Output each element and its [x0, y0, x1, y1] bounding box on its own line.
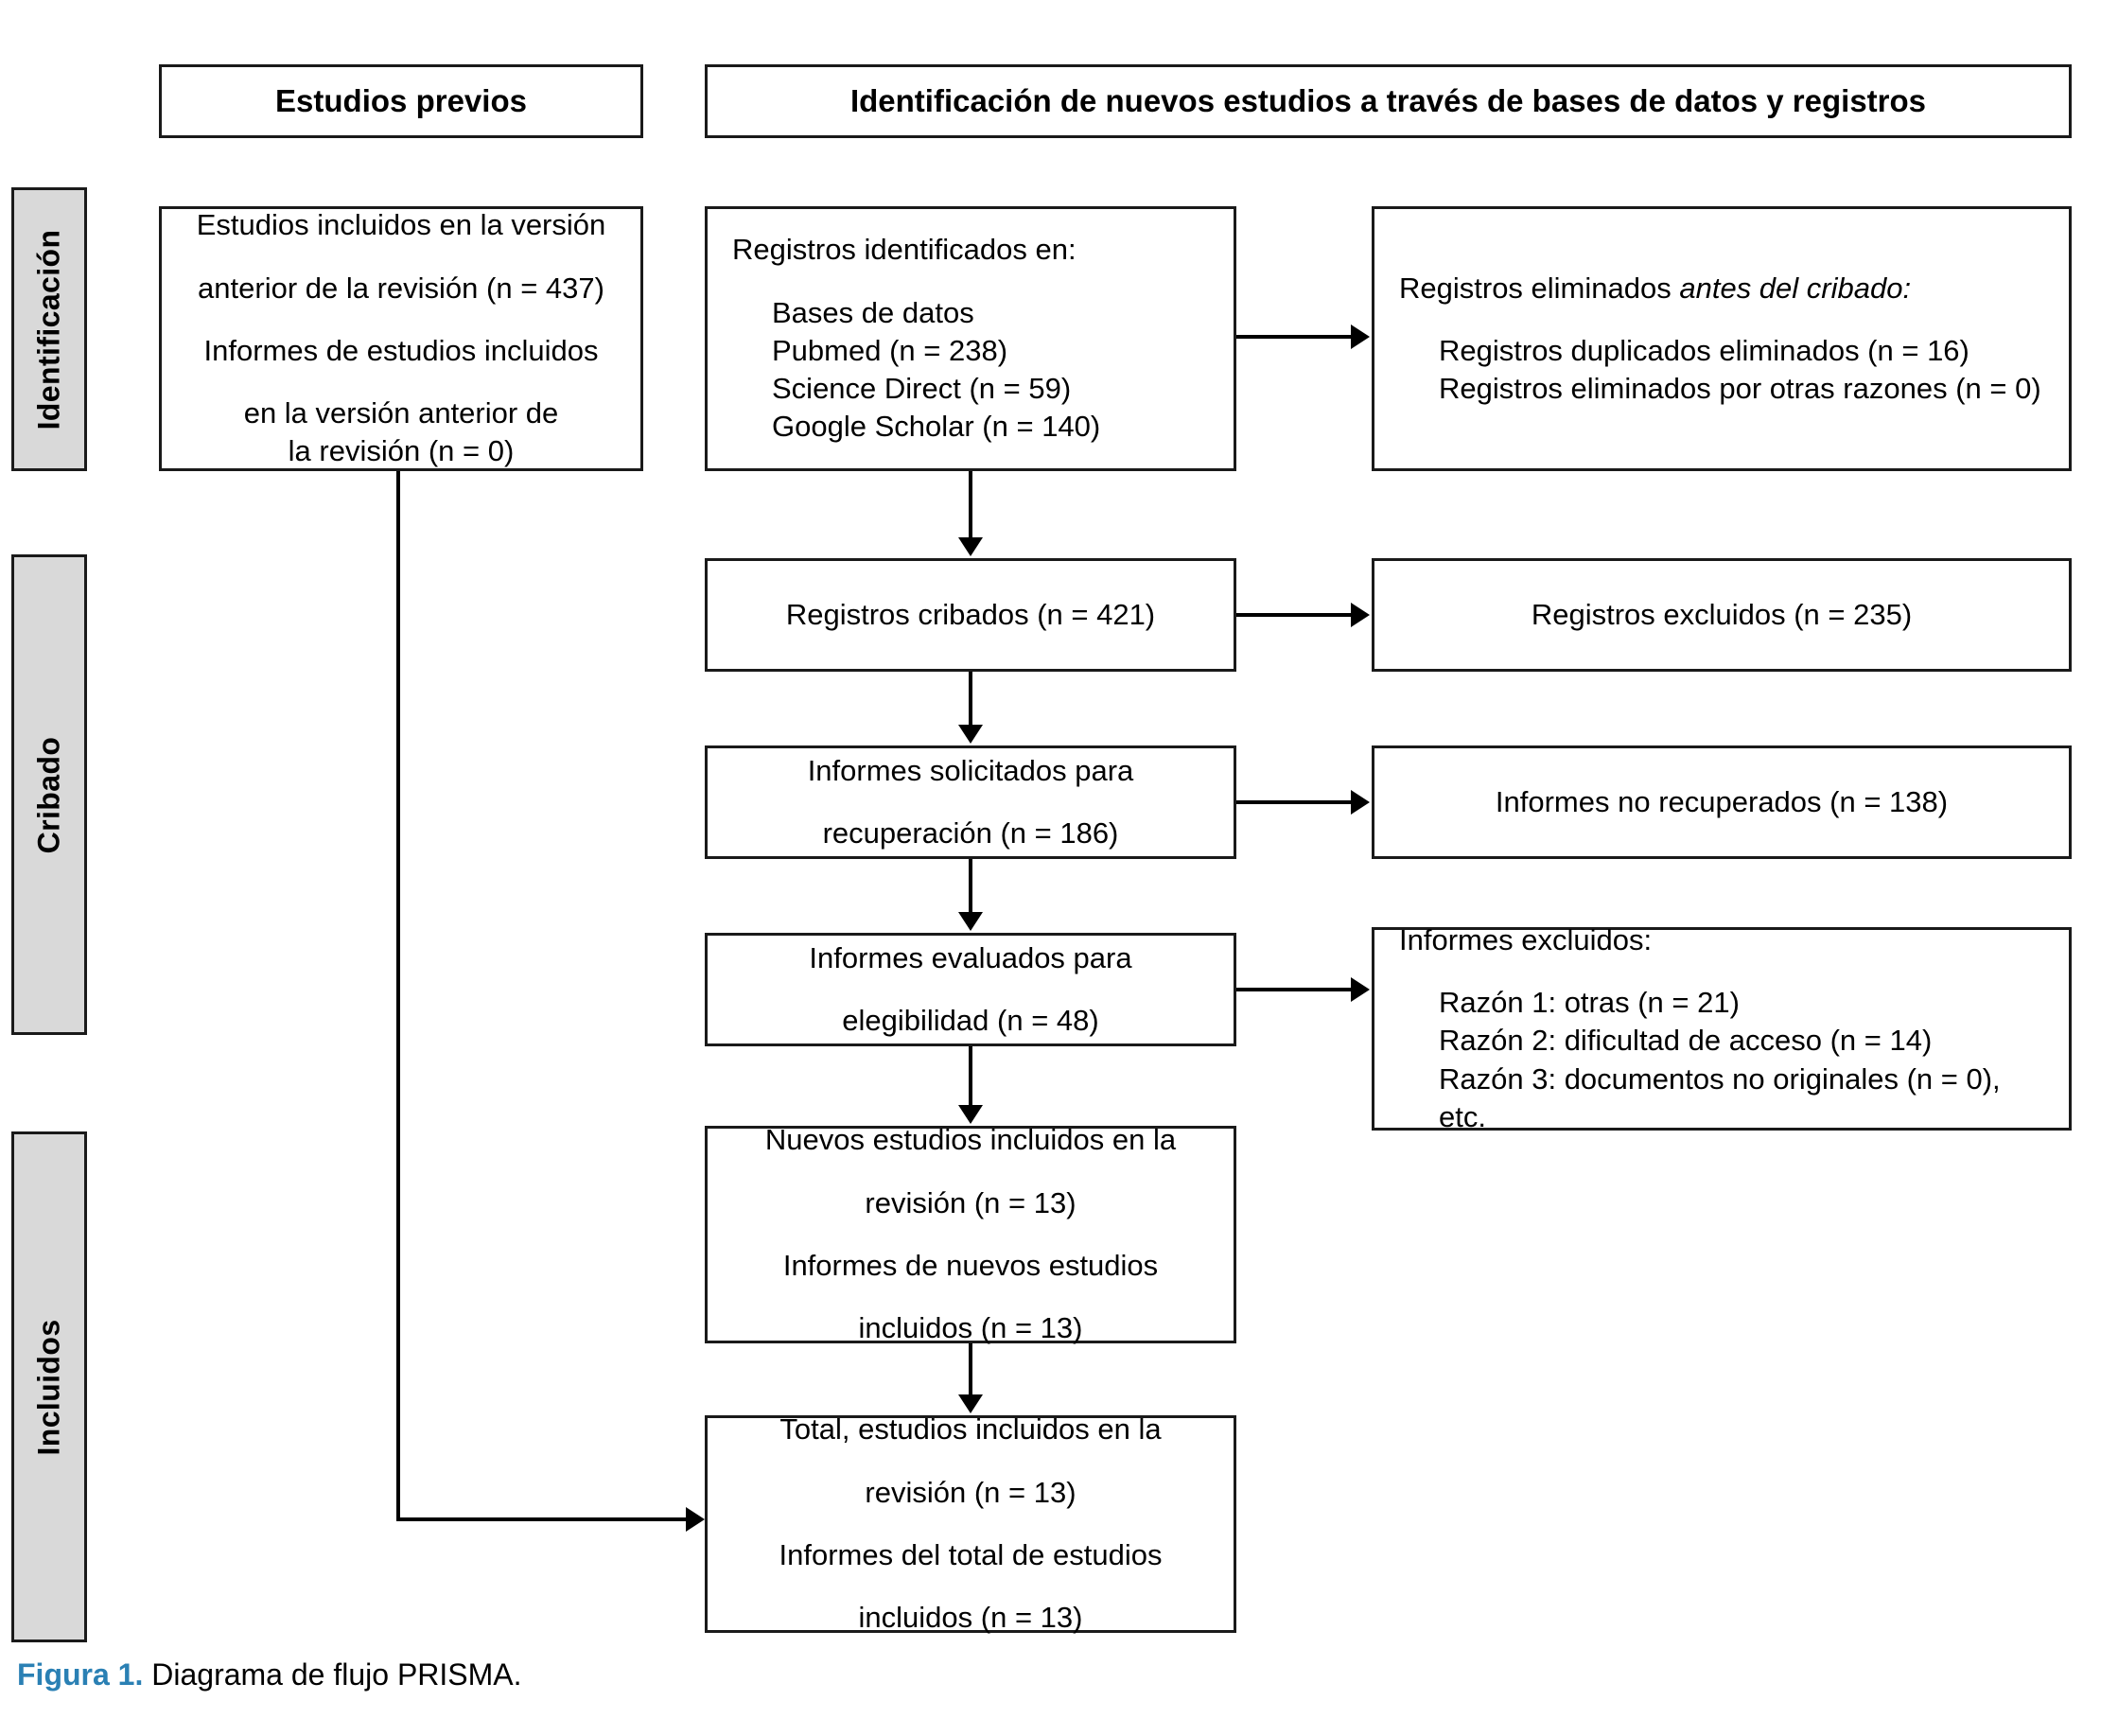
arrowhead-identified-to-screened — [958, 537, 983, 556]
records-removed-title-plain: Registros eliminados — [1399, 271, 1680, 305]
connector-new-studies-to-total — [969, 1343, 972, 1396]
stage-label-identificacion-text: Identificación — [31, 229, 66, 430]
total-included-line-2: revisión (n = 13) — [865, 1475, 1077, 1509]
stage-label-incluidos: Incluidos — [11, 1131, 87, 1642]
header-new-identification: Identificación de nuevos estudios a trav… — [705, 64, 2072, 138]
reports-assessed-line-1: Informes evaluados para — [809, 940, 1132, 974]
stage-label-cribado-text: Cribado — [31, 736, 66, 853]
connector-identified-to-removed — [1236, 335, 1351, 339]
records-removed-title-italic: antes del cribado: — [1679, 271, 1912, 305]
arrowhead-screened-to-sought — [958, 725, 983, 744]
new-studies-line-3: Informes de nuevos estudios — [782, 1249, 1159, 1282]
records-removed-item-1: Registros duplicados eliminados (n = 16) — [1439, 333, 1969, 367]
previous-included-line-5: la revisión (n = 0) — [288, 434, 515, 468]
records-screened-line-1: Registros cribados (n = 421) — [785, 597, 1156, 631]
reports-sought-line-1: Informes solicitados para — [807, 753, 1134, 787]
box-reports-assessed: Informes evaluados para elegibilidad (n … — [705, 933, 1236, 1046]
box-records-screened: Registros cribados (n = 421) — [705, 558, 1236, 672]
box-previous-included-studies: Estudios incluidos en la versión anterio… — [159, 206, 643, 471]
connector-sought-to-assessed — [969, 859, 972, 914]
reports-excluded-item-3: Razón 3: documentos no originales (n = 0… — [1439, 1061, 2001, 1133]
stage-label-incluidos-text: Incluidos — [31, 1318, 66, 1456]
box-new-studies-included: Nuevos estudios incluidos en la revisión… — [705, 1123, 1236, 1344]
connector-assessed-to-new-studies — [969, 1046, 972, 1107]
total-included-line-1: Total, estudios incluidos en la — [779, 1412, 1162, 1447]
records-removed-item-2: Registros eliminados por otras razones (… — [1439, 372, 2041, 406]
box-reports-sought: Informes solicitados para recuperación (… — [705, 745, 1236, 859]
previous-included-line-3: Informes de estudios incluidos — [203, 333, 599, 367]
arrowhead-previous-to-total — [686, 1507, 705, 1532]
new-studies-line-2: revisión (n = 13) — [865, 1185, 1077, 1219]
arrowhead-assessed-to-reports-excluded — [1351, 977, 1370, 1002]
previous-included-line-4: en la versión anterior de — [243, 396, 559, 430]
connector-sought-to-not-retrieved — [1236, 800, 1351, 804]
reports-assessed-line-2: elegibilidad (n = 48) — [842, 1004, 1099, 1037]
records-removed-title: Registros eliminados antes del cribado: — [1399, 270, 1911, 307]
previous-included-line-2: anterior de la revisión (n = 437) — [198, 271, 604, 305]
new-studies-line-4: incluidos (n = 13) — [858, 1311, 1083, 1345]
header-new-identification-label: Identificación de nuevos estudios a trav… — [849, 82, 1927, 118]
arrowhead-screened-to-excluded — [1351, 603, 1370, 627]
reports-not-retrieved-line-1: Informes no recuperados (n = 138) — [1495, 784, 1949, 818]
records-identified-item-4: Google Scholar (n = 140) — [772, 410, 1101, 444]
connector-previous-to-total-horizontal — [396, 1517, 686, 1521]
connector-screened-to-sought — [969, 672, 972, 727]
new-studies-line-1: Nuevos estudios incluidos en la — [764, 1123, 1177, 1157]
connector-assessed-to-reports-excluded — [1236, 988, 1351, 991]
arrowhead-sought-to-assessed — [958, 912, 983, 931]
reports-excluded-item-2: Razón 2: dificultad de acceso (n = 14) — [1439, 1024, 1933, 1058]
records-identified-title: Registros identificados en: — [732, 233, 1077, 267]
box-records-identified: Registros identificados en: Bases de dat… — [705, 206, 1236, 471]
figure-caption-label: Figura 1. — [17, 1657, 144, 1692]
stage-label-cribado: Cribado — [11, 554, 87, 1035]
arrowhead-identified-to-removed — [1351, 324, 1370, 349]
total-included-line-3: Informes del total de estudios — [779, 1538, 1163, 1571]
records-identified-item-2: Pubmed (n = 238) — [772, 333, 1008, 367]
box-records-removed: Registros eliminados antes del cribado: … — [1372, 206, 2072, 471]
total-included-line-4: incluidos (n = 13) — [858, 1601, 1083, 1635]
connector-identified-to-screened — [969, 471, 972, 539]
box-records-excluded: Registros excluidos (n = 235) — [1372, 558, 2072, 672]
previous-included-line-1: Estudios incluidos en la versión — [196, 208, 606, 242]
box-reports-not-retrieved: Informes no recuperados (n = 138) — [1372, 745, 2072, 859]
figure-caption: Figura 1. Diagrama de flujo PRISMA. — [17, 1657, 522, 1692]
arrowhead-sought-to-not-retrieved — [1351, 790, 1370, 815]
connector-screened-to-excluded — [1236, 613, 1351, 617]
arrowhead-assessed-to-new-studies — [958, 1105, 983, 1124]
arrowhead-new-studies-to-total — [958, 1394, 983, 1413]
header-previous-studies: Estudios previos — [159, 64, 643, 138]
reports-excluded-item-1: Razón 1: otras (n = 21) — [1439, 986, 1740, 1020]
figure-caption-text: Diagrama de flujo PRISMA. — [143, 1657, 522, 1692]
box-total-included: Total, estudios incluidos en la revisión… — [705, 1412, 1236, 1634]
connector-previous-to-total-vertical — [396, 471, 400, 1521]
header-previous-studies-label: Estudios previos — [275, 82, 527, 118]
box-reports-excluded: Informes excluidos: Razón 1: otras (n = … — [1372, 923, 2072, 1133]
records-identified-item-3: Science Direct (n = 59) — [772, 372, 1072, 406]
records-excluded-line-1: Registros excluidos (n = 235) — [1531, 597, 1913, 631]
reports-sought-line-2: recuperación (n = 186) — [822, 816, 1119, 850]
stage-label-identificacion: Identificación — [11, 187, 87, 471]
reports-excluded-title: Informes excluidos: — [1399, 922, 1653, 956]
records-identified-item-1: Bases de datos — [772, 295, 974, 329]
